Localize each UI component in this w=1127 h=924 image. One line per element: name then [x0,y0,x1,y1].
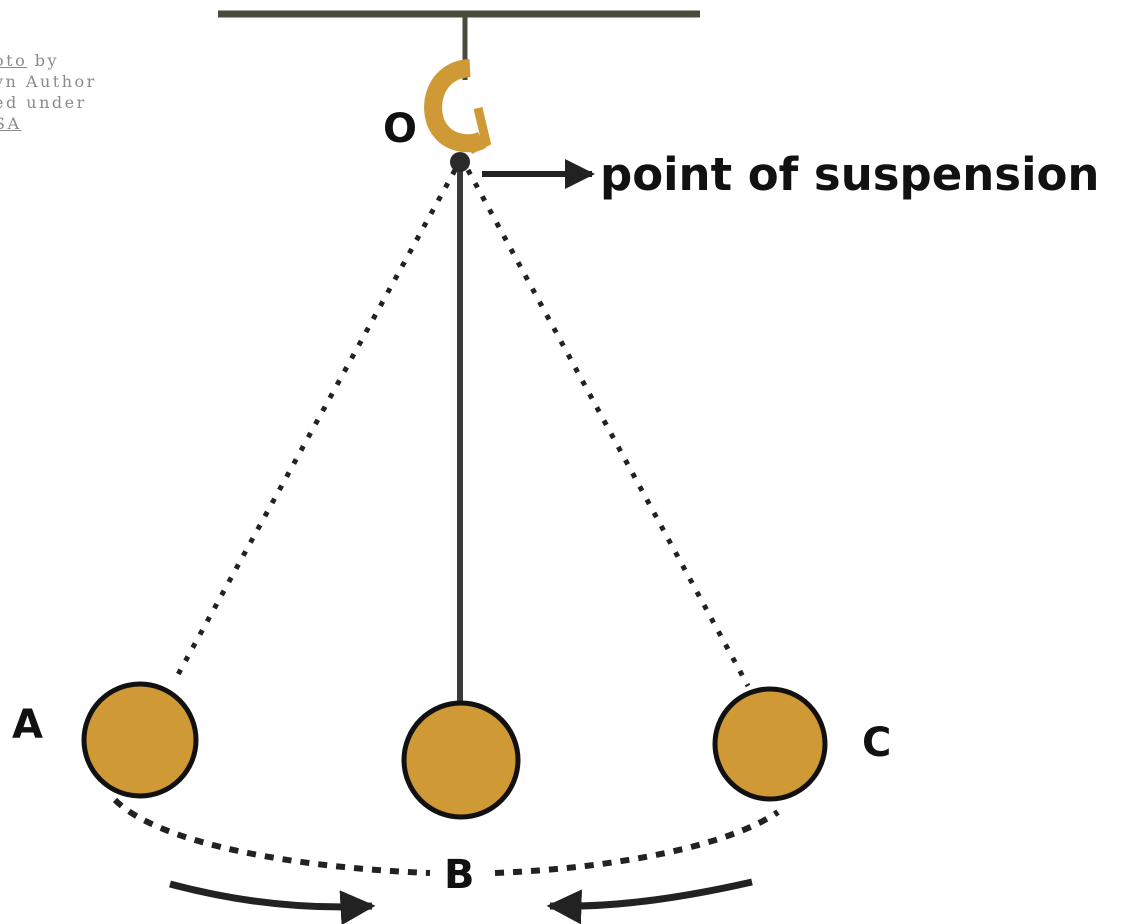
label-suspension: point of suspension [600,148,1099,201]
suspension-point [450,152,470,172]
credit-line-1: oto by [0,50,154,71]
bob-a [81,681,199,799]
swing-arrow-left [546,878,753,924]
credit-line-4: SA [0,113,154,134]
swing-path-left [112,797,431,876]
bob-b [401,700,521,820]
label-c: C [862,720,891,766]
image-credit: oto by vn Author ed under SA [0,50,154,134]
string-to-a [172,168,458,682]
swing-path-right [494,809,780,876]
label-b: B [444,852,475,898]
suspension-clamp-hook [467,106,492,155]
credit-photo-link[interactable]: oto [0,51,28,70]
label-o: O [383,106,417,152]
credit-license-link[interactable]: SA [0,114,22,133]
string-to-c [465,168,751,688]
credit-author-text: vn Author [0,72,97,91]
suspension-clamp [424,59,487,153]
credit-by-text: by [27,51,60,70]
credit-license-text: ed under [0,93,87,112]
swing-arrow-right [169,880,376,924]
label-a: A [12,702,43,748]
bob-c [712,686,828,802]
